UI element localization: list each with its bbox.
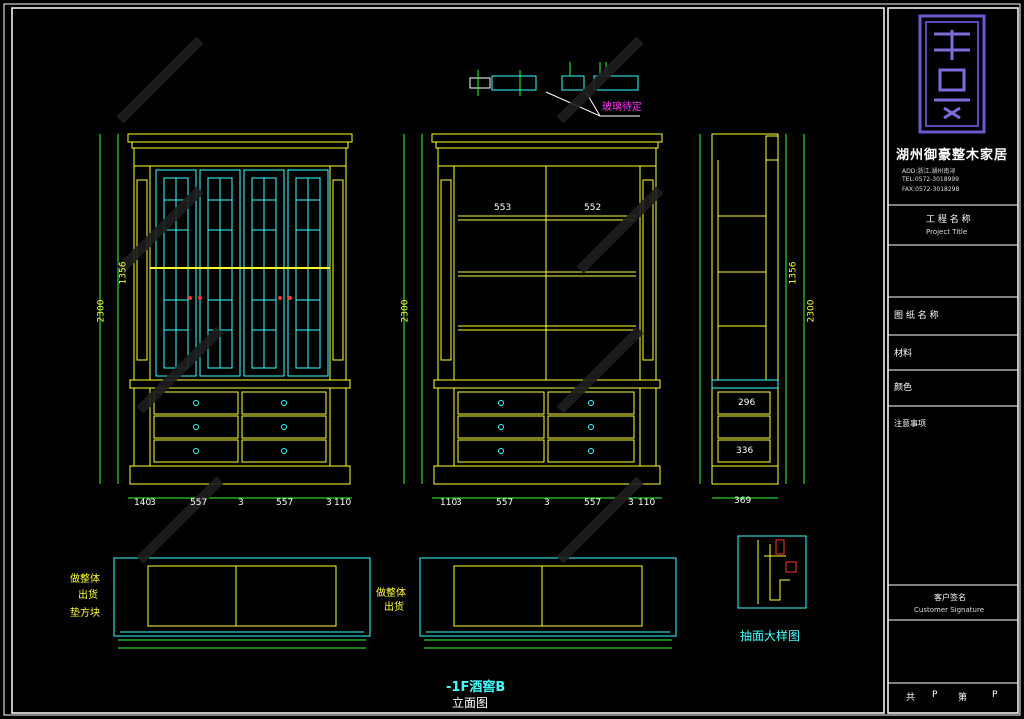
plan-view-right bbox=[419, 557, 677, 649]
project-title-cn: 工 程 名 称 bbox=[926, 215, 971, 225]
plan-view-left bbox=[113, 557, 371, 649]
customer-sign-cn: 客户签名 bbox=[934, 593, 966, 602]
plan-note-block: 垫方块 bbox=[70, 608, 100, 619]
page-no-label: 第 bbox=[958, 693, 968, 703]
dim-side-drawer-1: 296 bbox=[738, 398, 756, 408]
company-tel: TEL:0572-3018999 bbox=[902, 176, 959, 183]
drawing-name-label: 图 纸 名 称 bbox=[894, 311, 939, 321]
dim-height-mid-2300: 2300 bbox=[400, 299, 411, 323]
dim-height-left-2300: 2300 bbox=[96, 299, 107, 323]
detail-title: 抽面大样图 bbox=[740, 629, 801, 643]
company-name: 湖州御豪整木家居 bbox=[896, 148, 1009, 163]
company-address: ADD:浙江.湖州南浔 bbox=[902, 168, 956, 175]
watermark bbox=[116, 36, 664, 564]
drawing-main-title: -1F酒窖B bbox=[446, 680, 506, 695]
dim-width-left-6: 3 bbox=[326, 498, 332, 508]
material-label: 材料 bbox=[894, 349, 913, 359]
plan-note-whole: 做整体 bbox=[70, 574, 100, 585]
color-label: 颜色 bbox=[894, 383, 913, 393]
dim-inner-width-2: 552 bbox=[584, 203, 602, 213]
left-elevation bbox=[99, 133, 353, 499]
notes-label: 注意事项 bbox=[894, 419, 926, 428]
drawer-detail bbox=[737, 535, 807, 609]
dim-height-side-1356: 1356 bbox=[788, 261, 799, 285]
dim-width-left-1: 140 bbox=[134, 498, 152, 508]
inner-frame bbox=[11, 7, 885, 714]
dim-width-left-5: 557 bbox=[276, 498, 294, 508]
page-total-unit: P bbox=[932, 690, 938, 700]
dim-width-left-3: 557 bbox=[190, 498, 208, 508]
project-title-en: Project Title bbox=[926, 228, 968, 236]
dim-side-drawer-2: 336 bbox=[736, 446, 754, 456]
dim-width-mid-2: 3 bbox=[456, 498, 462, 508]
title-block-frame bbox=[887, 7, 1019, 714]
middle-elevation bbox=[403, 133, 663, 499]
side-elevation bbox=[699, 133, 805, 499]
glass-note: 玻璃待定 bbox=[602, 102, 642, 113]
dim-width-mid-4: 3 bbox=[544, 498, 550, 508]
dim-height-left-1356: 1356 bbox=[118, 261, 129, 285]
dim-height-side-2300: 2300 bbox=[806, 299, 817, 323]
outer-frame bbox=[3, 3, 1021, 716]
dim-width-mid-3: 557 bbox=[496, 498, 514, 508]
customer-sign-en: Customer Signature bbox=[914, 606, 984, 614]
dim-width-left-7: 110 bbox=[334, 498, 352, 508]
dim-width-mid-7: 110 bbox=[638, 498, 656, 508]
plan-note-whole-2: 做整体 bbox=[376, 588, 406, 599]
dim-width-mid-5: 557 bbox=[584, 498, 602, 508]
company-fax: FAX:0572-3018298 bbox=[902, 186, 960, 193]
dim-side-width: 369 bbox=[734, 496, 752, 506]
page-no-unit: P bbox=[992, 690, 998, 700]
company-logo bbox=[918, 14, 986, 134]
drawing-sub-title: 立面图 bbox=[452, 696, 489, 710]
dim-width-mid-1: 110 bbox=[440, 498, 458, 508]
plan-note-ship-2: 出货 bbox=[384, 602, 404, 613]
page-total-label: 共 bbox=[906, 693, 916, 703]
dim-width-mid-6: 3 bbox=[628, 498, 634, 508]
dim-width-left-2: 3 bbox=[150, 498, 156, 508]
dim-width-left-4: 3 bbox=[238, 498, 244, 508]
plan-note-ship: 出货 bbox=[78, 590, 98, 601]
dim-inner-width-1: 553 bbox=[494, 203, 512, 213]
